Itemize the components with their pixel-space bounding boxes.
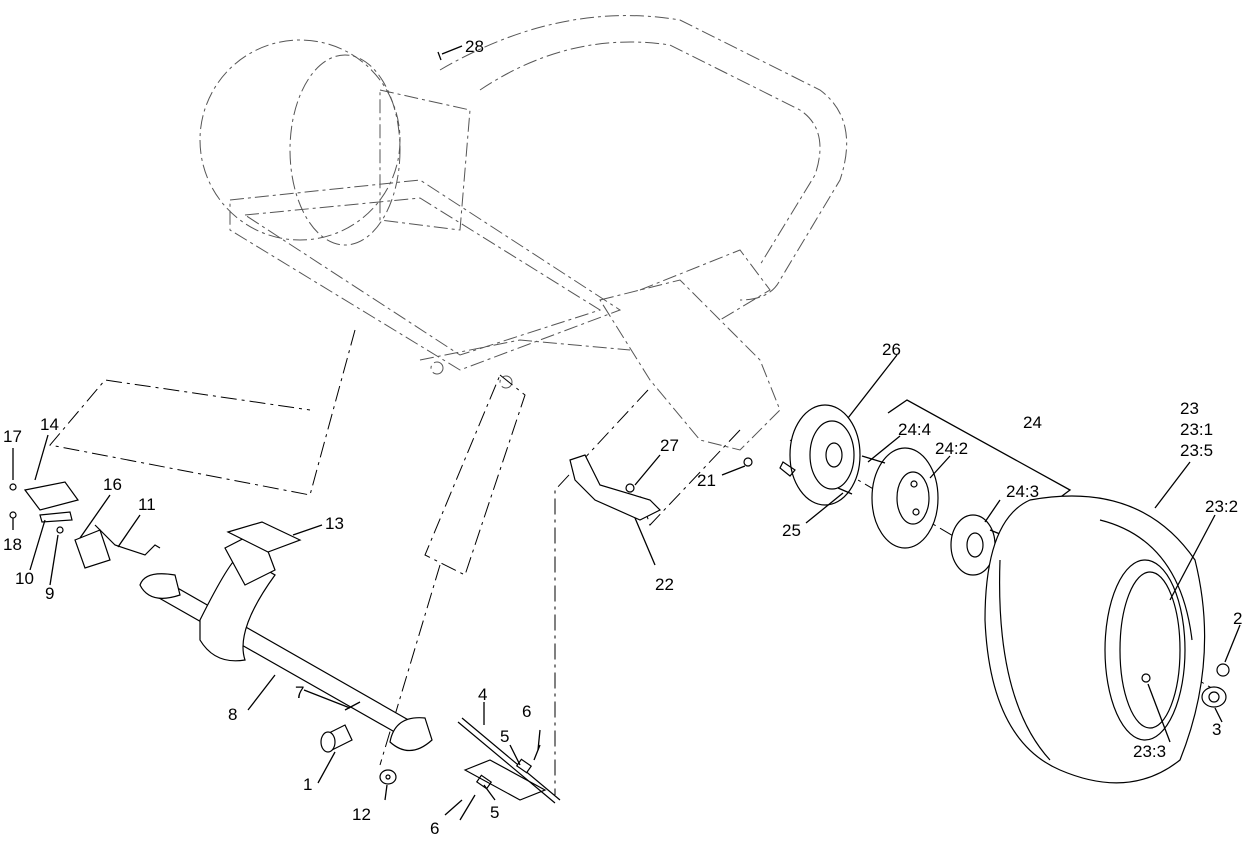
callout-10: 10 <box>15 569 34 588</box>
rod-plate <box>463 759 547 801</box>
callout-8: 8 <box>228 705 237 724</box>
callout-22: 22 <box>655 575 674 594</box>
clevis-5a <box>515 758 533 774</box>
callout-23-2: 23:2 <box>1205 497 1238 516</box>
callout-24-3: 24:3 <box>1006 482 1039 501</box>
callout-9: 9 <box>45 584 54 603</box>
callout-27: 27 <box>660 436 679 455</box>
callout-24: 24 <box>1023 413 1042 432</box>
callout-18: 18 <box>3 535 22 554</box>
callout-2: 2 <box>1233 609 1242 628</box>
link-10 <box>39 511 73 523</box>
cotter-pin-7 <box>344 701 361 711</box>
washer-12 <box>379 769 397 785</box>
callout-4: 4 <box>478 685 487 704</box>
callout-7: 7 <box>295 683 304 702</box>
callout-28: 28 <box>465 37 484 56</box>
lug-nut <box>1216 663 1230 677</box>
nut-17 <box>9 483 17 491</box>
phantom-frame <box>199 15 848 451</box>
callout-26: 26 <box>882 340 901 359</box>
callout-25: 25 <box>782 521 801 540</box>
callout-13: 13 <box>325 514 344 533</box>
arm-bracket <box>74 529 111 569</box>
callout-11: 11 <box>138 495 156 514</box>
callout-23: 23 <box>1180 399 1199 418</box>
pin-6b <box>459 794 476 821</box>
mount-bracket <box>23 481 79 511</box>
pin-6a <box>533 744 541 761</box>
callout-17: 17 <box>3 427 22 446</box>
callout-5-upper: 5 <box>500 727 509 746</box>
bolt-28 <box>437 51 442 61</box>
pivot-pin-head <box>320 731 336 753</box>
callout-12: 12 <box>352 805 371 824</box>
hub-nut <box>1201 686 1227 708</box>
bolt-21 <box>743 457 753 467</box>
callout-1: 1 <box>303 775 312 794</box>
callout-6-upper: 6 <box>522 702 531 721</box>
callout-21: 21 <box>697 471 716 490</box>
callout-14: 14 <box>40 415 59 434</box>
callout-23-3: 23:3 <box>1133 742 1166 761</box>
pedal-shaft-assembly <box>139 529 433 752</box>
callout-6-lower: 6 <box>430 819 439 838</box>
brake-lever <box>569 454 662 521</box>
callout-24-4: 24:4 <box>898 420 931 439</box>
brake-rod <box>457 717 561 804</box>
callout-23-5: 23:5 <box>1180 441 1213 460</box>
callout-23-1: 23:1 <box>1180 420 1213 439</box>
callout-3: 3 <box>1212 720 1221 739</box>
control-arm <box>94 524 161 556</box>
callout-16: 16 <box>103 475 122 494</box>
callout-labels: 28 17 14 18 16 11 10 9 13 8 7 1 12 4 5 6… <box>3 37 1242 838</box>
bolt-18 <box>9 511 17 519</box>
pedal-pad <box>226 521 302 553</box>
hub-assembly <box>861 399 1072 576</box>
leader-lines <box>12 45 1241 816</box>
brake-drum <box>779 404 861 506</box>
wheel-assembly <box>984 495 1206 784</box>
washer-9 <box>56 526 64 534</box>
callout-24-2: 24:2 <box>935 439 968 458</box>
callout-5-lower: 5 <box>490 803 499 822</box>
